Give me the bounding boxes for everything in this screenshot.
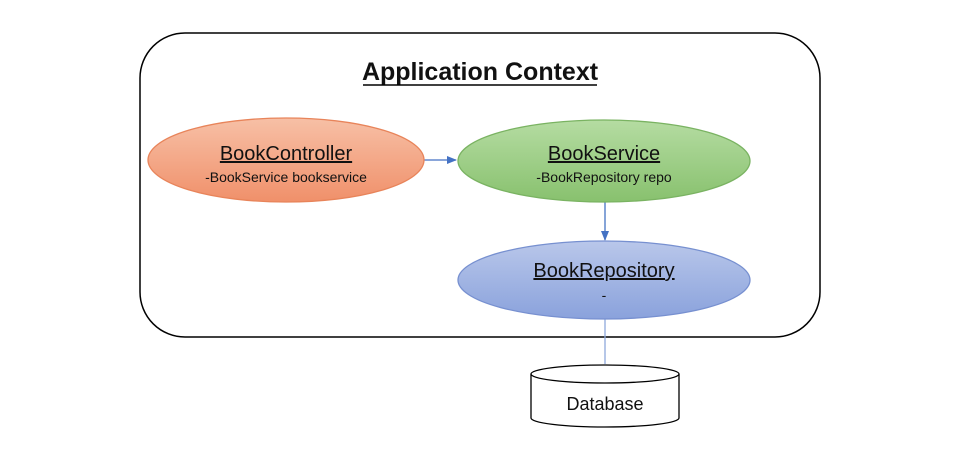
book-service-ellipse bbox=[457, 119, 751, 203]
book-controller-field: -BookService bookservice bbox=[205, 169, 367, 185]
database-cylinder-body bbox=[530, 374, 680, 428]
book-controller-ellipse bbox=[147, 117, 425, 203]
database-label: Database bbox=[566, 394, 643, 414]
connectors bbox=[422, 156, 609, 364]
book-controller-name: BookController bbox=[220, 143, 353, 165]
book-repository-field: - bbox=[602, 287, 607, 303]
book-service-node: BookService -BookRepository repo bbox=[457, 119, 751, 203]
book-repository-node: BookRepository - bbox=[457, 240, 751, 320]
book-service-field: -BookRepository repo bbox=[536, 169, 672, 185]
application-context-title: Application Context bbox=[362, 58, 599, 86]
database-cylinder-top bbox=[530, 364, 680, 384]
book-service-name: BookService bbox=[548, 143, 660, 165]
book-repository-ellipse bbox=[457, 240, 751, 320]
database-node: Database bbox=[530, 364, 680, 428]
book-repository-name: BookRepository bbox=[533, 260, 674, 282]
book-controller-node: BookController -BookService bookservice bbox=[147, 117, 425, 203]
